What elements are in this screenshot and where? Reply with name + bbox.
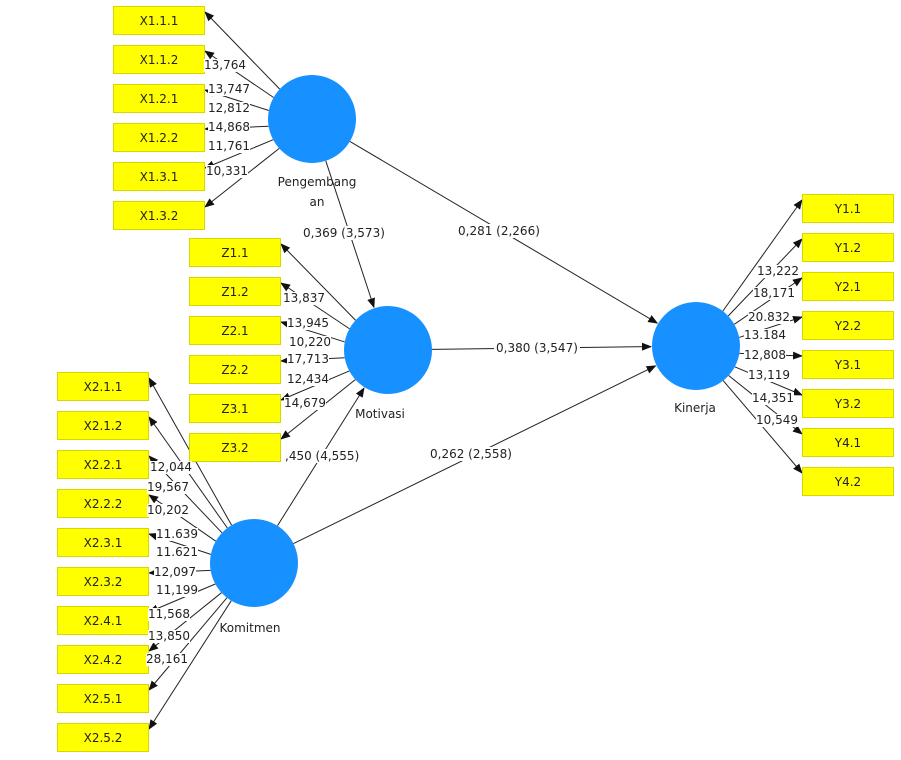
loading-value: 28,161 <box>146 652 188 666</box>
loading-arrow-X2.4.1 <box>148 583 216 613</box>
loading-arrow-Z1.1 <box>280 243 356 321</box>
indicator-X1-3-2[interactable]: X1.3.2 <box>113 201 205 230</box>
construct-node-kinerja[interactable] <box>652 302 740 390</box>
loading-arrow-Z1.2 <box>280 282 350 330</box>
loading-value: 11,761 <box>208 139 250 153</box>
indicator-Z3-2[interactable]: Z3.2 <box>189 433 281 462</box>
path-coefficient-pengembangan-motivasi: 0,369 (3,573) <box>301 226 387 240</box>
loading-arrow-Y1.1 <box>722 199 803 312</box>
loading-value: 11,199 <box>156 583 198 597</box>
loading-value: 14,679 <box>284 396 326 410</box>
indicator-Y3-1[interactable]: Y3.1 <box>802 350 894 379</box>
construct-label-line2: an <box>309 195 325 209</box>
loading-value: 13,764 <box>204 58 246 72</box>
loading-value: 11.639 <box>156 527 198 541</box>
indicator-X2-1-2[interactable]: X2.1.2 <box>57 411 149 440</box>
loading-arrow-X1.1.2 <box>204 50 274 98</box>
loading-arrow-X1.3.1 <box>204 139 274 169</box>
indicator-Z2-1[interactable]: Z2.1 <box>189 316 281 345</box>
loading-value: 13,837 <box>283 291 325 305</box>
construct-node-komitmen[interactable] <box>210 519 298 607</box>
indicator-X1-2-1[interactable]: X1.2.1 <box>113 84 205 113</box>
indicator-X1-1-1[interactable]: X1.1.1 <box>113 6 205 35</box>
loading-arrow-X2.5.2 <box>148 600 232 730</box>
indicator-Y4-2[interactable]: Y4.2 <box>802 467 894 496</box>
indicator-Y2-1[interactable]: Y2.1 <box>802 272 894 301</box>
indicator-Z3-1[interactable]: Z3.1 <box>189 394 281 423</box>
indicator-Y4-1[interactable]: Y4.1 <box>802 428 894 457</box>
loading-value: 14,351 <box>752 391 794 405</box>
loading-value: 10,202 <box>147 503 189 517</box>
loading-value: 11,568 <box>148 607 190 621</box>
indicator-X2-2-2[interactable]: X2.2.2 <box>57 489 149 518</box>
indicator-X1-2-2[interactable]: X1.2.2 <box>113 123 205 152</box>
loading-value: 17,713 <box>287 352 329 366</box>
indicator-X2-3-2[interactable]: X2.3.2 <box>57 567 149 596</box>
path-coefficient-komitmen-motivasi: ,450 (4,555) <box>283 449 362 463</box>
loading-arrow-Y2.1 <box>734 277 803 325</box>
indicator-X2-2-1[interactable]: X2.2.1 <box>57 450 149 479</box>
loading-arrow-X1.1.1 <box>204 11 281 90</box>
loading-value: 13,747 <box>208 82 250 96</box>
indicator-Z2-2[interactable]: Z2.2 <box>189 355 281 384</box>
loading-value: 12,808 <box>744 348 786 362</box>
indicator-Y2-2[interactable]: Y2.2 <box>802 311 894 340</box>
loading-value: 14,868 <box>208 120 250 134</box>
indicator-X1-1-2[interactable]: X1.1.2 <box>113 45 205 74</box>
loading-value: 13,945 <box>287 316 329 330</box>
path-coefficient-pengembangan-kinerja: 0,281 (2,266) <box>456 224 542 238</box>
path-coefficient-motivasi-kinerja: 0,380 (3,547) <box>494 341 580 355</box>
indicator-X2-4-1[interactable]: X2.4.1 <box>57 606 149 635</box>
loading-value: 10,549 <box>756 413 798 427</box>
loading-value: 10,220 <box>289 335 331 349</box>
construct-label-motivasi: Motivasi <box>355 407 405 421</box>
loading-value: 12,812 <box>208 101 250 115</box>
indicator-Y3-2[interactable]: Y3.2 <box>802 389 894 418</box>
loading-value: 13,222 <box>757 264 799 278</box>
indicator-Y1-2[interactable]: Y1.2 <box>802 233 894 262</box>
path-coefficient-komitmen-kinerja: 0,262 (2,558) <box>428 447 514 461</box>
loading-value: 12,434 <box>287 372 329 386</box>
indicator-Z1-1[interactable]: Z1.1 <box>189 238 281 267</box>
loading-value: 13.184 <box>744 328 786 342</box>
construct-label-kinerja: Kinerja <box>674 401 716 415</box>
construct-label-pengembangan: Pengembang an <box>262 172 372 212</box>
indicator-X2-1-1[interactable]: X2.1.1 <box>57 372 149 401</box>
indicator-Z1-2[interactable]: Z1.2 <box>189 277 281 306</box>
loading-value: 11.621 <box>156 545 198 559</box>
loading-value: 12,044 <box>150 460 192 474</box>
loading-value: 19,567 <box>147 480 189 494</box>
indicator-X2-4-2[interactable]: X2.4.2 <box>57 645 149 674</box>
indicator-X2-3-1[interactable]: X2.3.1 <box>57 528 149 557</box>
construct-node-pengembangan[interactable] <box>268 75 356 163</box>
loading-value: 10,331 <box>206 164 248 178</box>
construct-node-motivasi[interactable] <box>344 306 432 394</box>
construct-label-komitmen: Komitmen <box>219 621 281 635</box>
loading-value: 12,097 <box>154 565 196 579</box>
loading-value: 20.832 <box>748 310 790 324</box>
indicator-X2-5-2[interactable]: X2.5.2 <box>57 723 149 752</box>
loading-value: 13,850 <box>148 629 190 643</box>
loading-value: 18,171 <box>753 286 795 300</box>
indicator-X1-3-1[interactable]: X1.3.1 <box>113 162 205 191</box>
indicator-Y1-1[interactable]: Y1.1 <box>802 194 894 223</box>
indicator-X2-5-1[interactable]: X2.5.1 <box>57 684 149 713</box>
construct-label-line1: Pengembang <box>277 175 357 189</box>
loading-value: 13,119 <box>748 368 790 382</box>
loading-arrow-X2.2.2 <box>148 494 217 542</box>
loading-arrow-X2.5.1 <box>148 597 228 691</box>
